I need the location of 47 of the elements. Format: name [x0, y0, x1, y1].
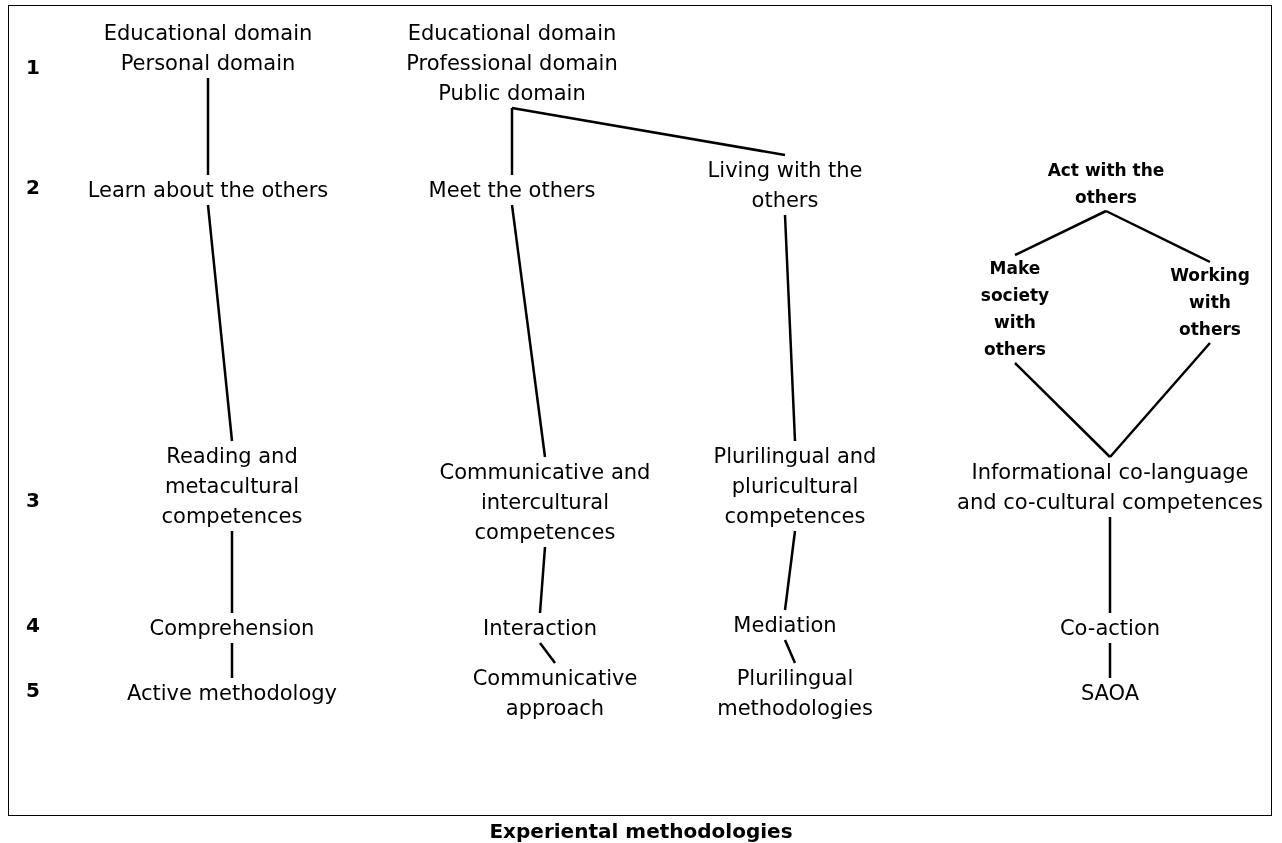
- node-text: Communicative approach: [471, 665, 639, 722]
- node-text: Reading and metacultural competences: [160, 443, 304, 530]
- node-text: Learn about the others: [86, 177, 330, 204]
- connector-line: [1014, 209, 1107, 257]
- row-number: 4: [26, 613, 40, 637]
- node-text: Act with the others: [1046, 159, 1166, 209]
- connector-line: [1108, 643, 1112, 678]
- node-text: Public domain: [437, 80, 587, 107]
- node-text: Plurilingual methodologies: [716, 665, 874, 722]
- node-text: Plurilingual and pluricultural competences: [712, 443, 878, 530]
- node-text: Professional domain: [405, 50, 619, 77]
- row-number: 3: [26, 488, 40, 512]
- node-text: Living with the others: [706, 157, 864, 214]
- row-number: 1: [26, 55, 40, 79]
- connector-line: [538, 546, 547, 614]
- connector-line: [1014, 362, 1111, 458]
- connector-line: [206, 78, 210, 175]
- connector-line: [1108, 517, 1112, 613]
- connector-line: [206, 204, 234, 442]
- connector-line: [510, 108, 514, 175]
- node-text: Personal domain: [119, 50, 297, 77]
- connector-line: [510, 204, 547, 458]
- node-text: Co-action: [1058, 615, 1162, 642]
- node-text: Comprehension: [148, 615, 316, 642]
- node-text: Interaction: [482, 615, 598, 642]
- connector-line: [783, 639, 797, 664]
- node-text: Make society with others: [979, 257, 1051, 361]
- node-text: Educational domain: [102, 20, 314, 47]
- caption: Experiental methodologies: [488, 819, 794, 843]
- connector-line: [230, 531, 234, 613]
- node-text: Educational domain: [406, 20, 618, 47]
- row-number: 5: [26, 678, 40, 702]
- connector-line: [230, 643, 234, 678]
- node-text: Communicative and intercultural competences: [438, 459, 652, 546]
- connector-line: [511, 106, 786, 157]
- row-number: 2: [26, 175, 40, 199]
- connector-line: [1109, 342, 1211, 458]
- node-text: Mediation: [732, 612, 838, 639]
- node-text: Working with others: [1169, 264, 1251, 341]
- connector-line: [783, 530, 797, 611]
- connector-line: [783, 214, 797, 442]
- node-text: SAOA: [1079, 680, 1141, 707]
- connector-line: [1105, 209, 1211, 264]
- connector-line: [539, 642, 556, 664]
- node-text: Meet the others: [427, 177, 597, 204]
- node-text: Informational co-language and co-cultural competences: [956, 459, 1264, 516]
- node-text: Active methodology: [126, 680, 338, 707]
